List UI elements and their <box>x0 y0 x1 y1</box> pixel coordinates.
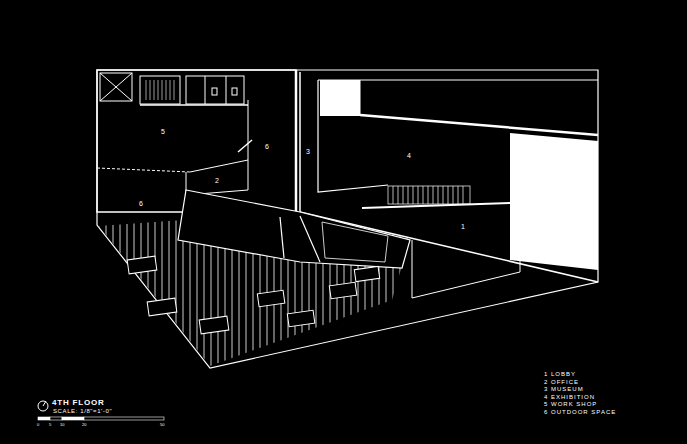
scale-number: 5 <box>48 423 52 427</box>
legend-line: 4 EXHIBITION <box>543 394 596 400</box>
room-number: 5 <box>160 128 166 135</box>
room-number: 6 <box>138 200 144 207</box>
room-number: 1 <box>460 223 466 230</box>
legend-line: 3 MUSEUM <box>543 386 585 392</box>
legend-line: 5 WORK SHOP <box>543 401 598 407</box>
plan-title: 4TH FLOOR <box>51 399 106 407</box>
legend-line: 2 OFFICE <box>543 379 580 385</box>
room-number: 4 <box>406 152 412 159</box>
scale-note: SCALE: 1/8"=1'-0" <box>52 408 113 414</box>
legend-line: 1 LOBBY <box>543 371 577 377</box>
legend-line: 6 OUTDOOR SPACE <box>543 409 617 415</box>
room-number: 3 <box>305 148 311 155</box>
scale-number: 0 <box>36 423 40 427</box>
scale-number: 10 <box>59 423 65 427</box>
scale-number: 20 <box>81 423 87 427</box>
room-number: 6 <box>264 143 270 150</box>
room-number: 2 <box>214 177 220 184</box>
scale-number: 50 <box>159 423 165 427</box>
